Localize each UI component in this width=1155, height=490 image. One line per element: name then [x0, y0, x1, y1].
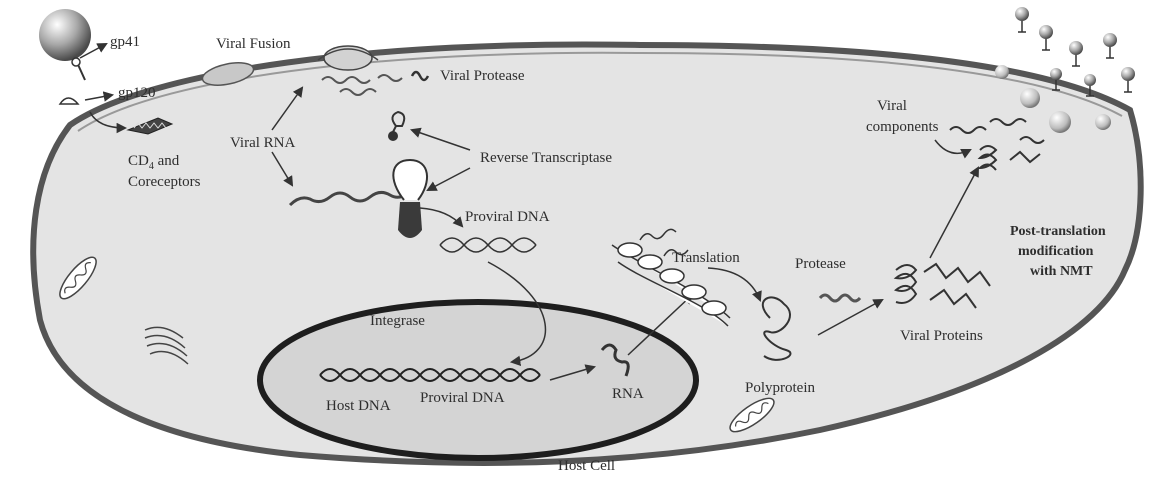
label-rna: RNA	[612, 386, 644, 402]
budding-virion-1	[1049, 111, 1071, 133]
label-host-dna: Host DNA	[326, 398, 391, 414]
budding-virion-3	[1095, 114, 1111, 130]
label-viral-fusion: Viral Fusion	[216, 36, 291, 52]
label-proviral-dna-top: Proviral DNA	[465, 209, 550, 225]
label-viral-protease: Viral Protease	[440, 68, 525, 84]
label-post-translation-2: modification	[1018, 244, 1094, 259]
label-reverse-transcriptase: Reverse Transcriptase	[480, 150, 612, 166]
label-gp120: gp120	[118, 85, 156, 101]
gp120-shape	[60, 98, 78, 104]
label-host-cell: Host Cell	[558, 458, 615, 474]
label-viral-components-1: Viral	[877, 98, 907, 114]
hiv-virion	[39, 9, 91, 61]
label-viral-components-2: components	[866, 119, 939, 135]
label-protease: Protease	[795, 256, 846, 272]
label-coreceptors: Coreceptors	[128, 174, 201, 190]
budding-virion-2	[1020, 88, 1040, 108]
label-gp41: gp41	[110, 34, 140, 50]
label-viral-proteins: Viral Proteins	[900, 328, 983, 344]
rt-glyph-base	[388, 131, 398, 141]
label-cd4-main: CD	[128, 153, 149, 169]
label-integrase: Integrase	[370, 313, 425, 329]
label-translation: Translation	[672, 250, 740, 266]
label-post-translation-1: Post-translation	[1010, 224, 1106, 239]
label-post-translation-3: with NMT	[1030, 264, 1093, 279]
label-proviral-dna-nucleus: Proviral DNA	[420, 390, 505, 406]
budding-virion-4	[995, 65, 1009, 79]
gp120-arrow	[85, 95, 112, 100]
gp41-node	[72, 58, 80, 66]
label-viral-rna: Viral RNA	[230, 135, 296, 151]
label-cd4-suffix: and	[154, 153, 180, 169]
label-polyprotein: Polyprotein	[745, 380, 815, 396]
rt-enzyme-body	[398, 202, 422, 238]
